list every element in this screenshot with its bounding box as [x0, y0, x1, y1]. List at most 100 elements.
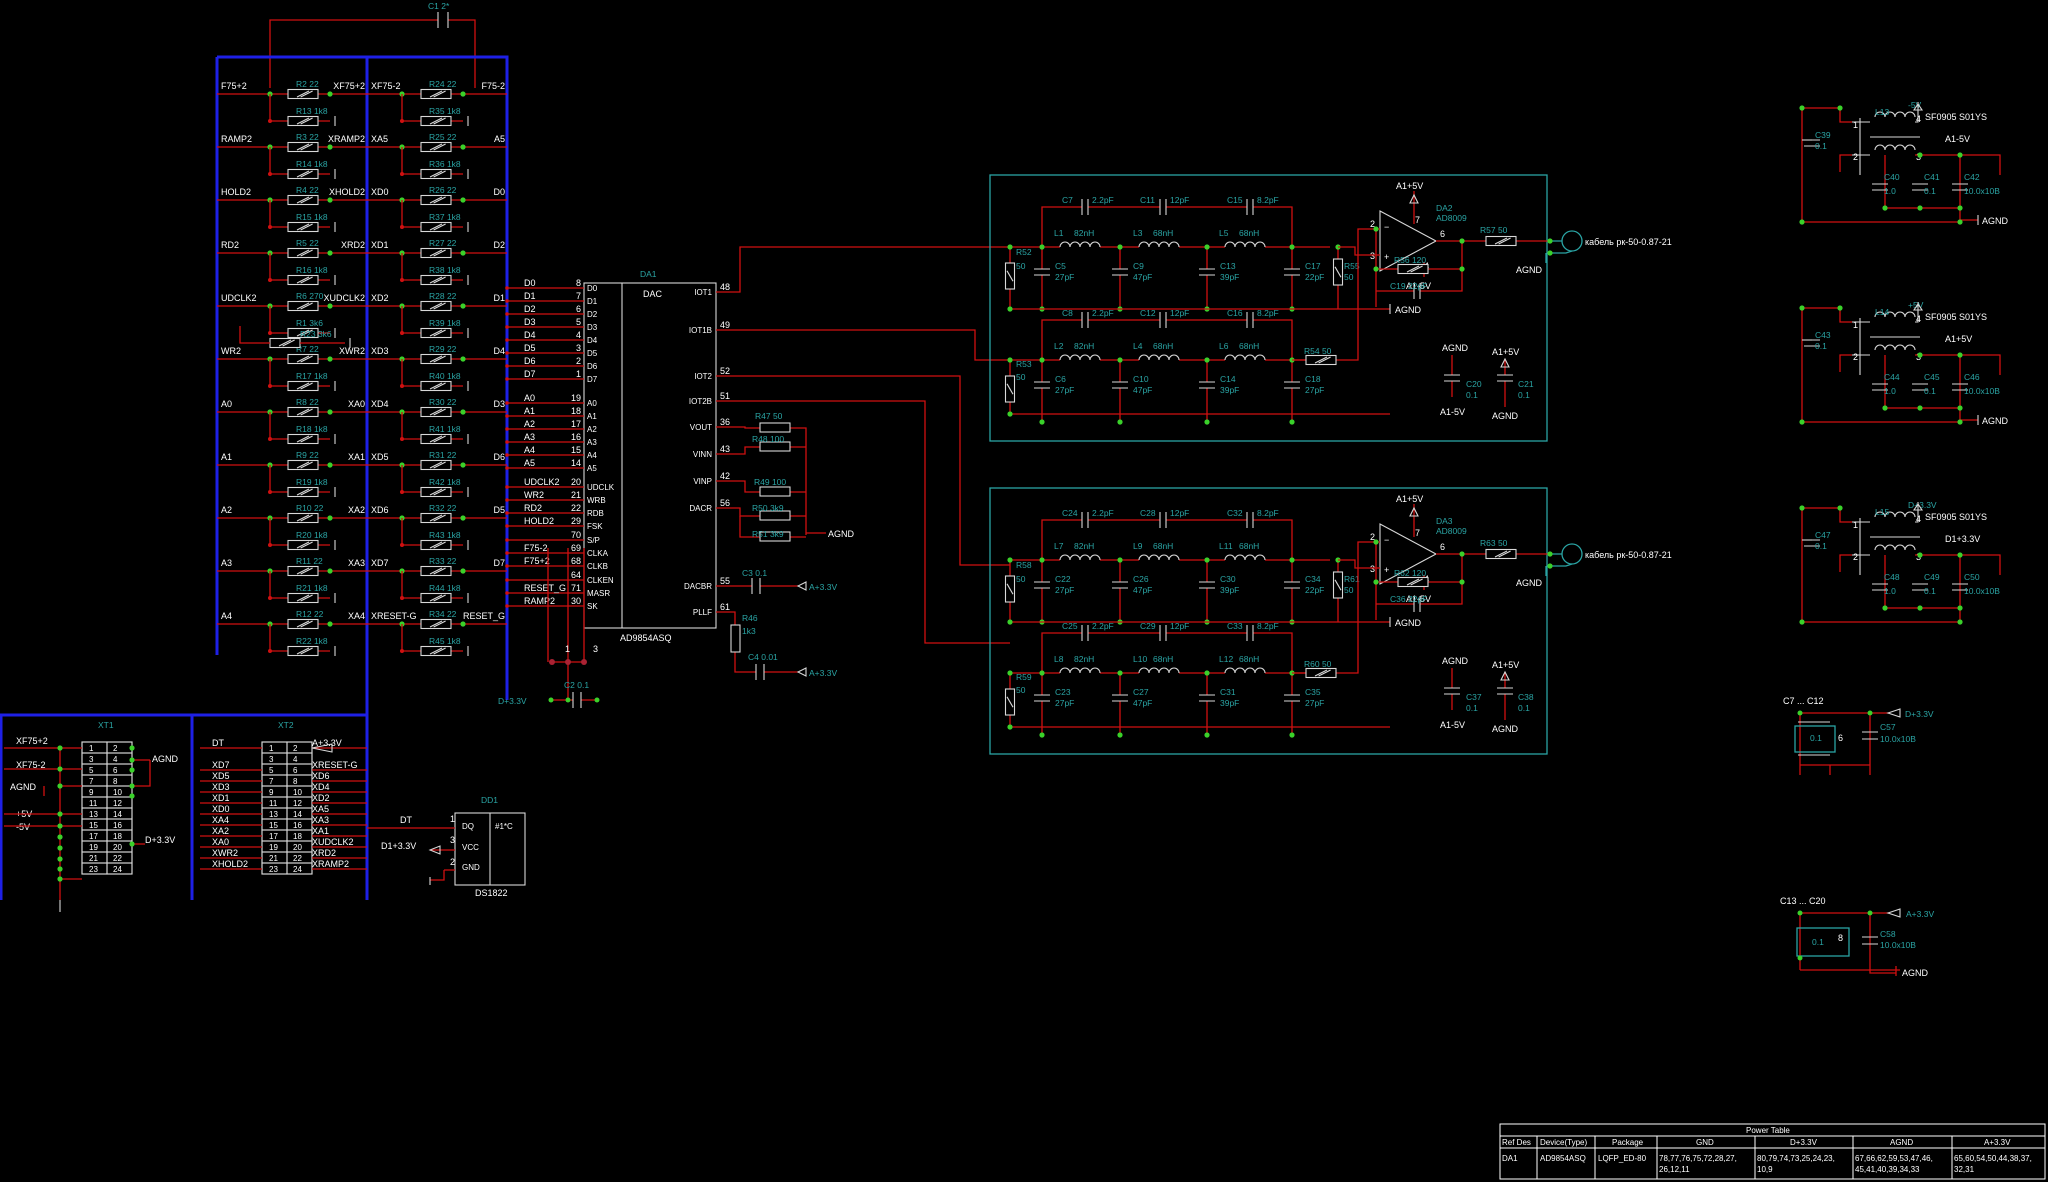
- connector-pin-odd: 9: [269, 788, 274, 797]
- net-label-right: XRAMP2: [328, 134, 365, 144]
- dac-output-wiring: [716, 246, 1010, 644]
- pf-pin-1: 1: [1853, 520, 1858, 530]
- resistor-label-pulldown: R37 1k8: [429, 212, 461, 222]
- opamp-minus: −: [1384, 535, 1389, 545]
- filter-c-fb: C36 22pF: [1390, 594, 1427, 604]
- dac-pin-net: F75+2: [524, 556, 550, 566]
- dac-pin-num: 6: [576, 304, 581, 314]
- filter-cap-shunt-label: C10: [1133, 374, 1149, 384]
- dac-pin-name: CLKB: [587, 562, 608, 571]
- xt2-left-net: XD1: [212, 793, 230, 803]
- dac-pin-name: VINP: [693, 477, 712, 486]
- opamp-pin-2: 2: [1370, 219, 1375, 229]
- filter-r-mid-val: 50: [1344, 585, 1354, 595]
- connector-pin-even: 10: [293, 788, 302, 797]
- pt-r1: AD9854ASQ: [1540, 1154, 1586, 1163]
- dac-pin-num: 15: [571, 445, 581, 455]
- connector-pin-odd: 7: [89, 777, 94, 786]
- cable-label: кабель рк-50-0.87-21: [1585, 237, 1672, 247]
- resistor-label-pulldown: R19 1k8: [296, 477, 328, 487]
- dac-pin-num: 20: [571, 477, 581, 487]
- filter-r-out: R57 50: [1480, 225, 1508, 235]
- dac-pin-net: A0: [524, 393, 535, 403]
- c1-label: C1 2*: [428, 1, 450, 11]
- filter-cap-series-label: C7: [1062, 195, 1073, 205]
- connector-pin-even: 2: [293, 744, 298, 753]
- dac-pin-num: 30: [571, 596, 581, 606]
- filter-cap-series-label: C15: [1227, 195, 1243, 205]
- filter-cap-shunt-label: C35: [1305, 687, 1321, 697]
- connector-pin-odd: 9: [89, 788, 94, 797]
- filter-inductor-label: L6: [1219, 341, 1229, 351]
- cap-group-c13-c20: C13 ... C20 A+3.3V 0.1 8 C58 10.0x10B AG…: [1780, 896, 1934, 978]
- filter-cap-shunt-label: C9: [1133, 261, 1144, 271]
- pf-cin-val: 0.1: [1815, 541, 1827, 551]
- xt2-right-net: XD4: [312, 782, 330, 792]
- connector-pin-odd: 21: [89, 854, 98, 863]
- pf-rail-in: -5V: [1908, 100, 1922, 110]
- opamp-pin-7: 7: [1415, 215, 1420, 225]
- cap-group2-title: C13 ... C20: [1780, 896, 1826, 906]
- resistor-label-pulldown: R35 1k8: [429, 106, 461, 116]
- resistor-label-series: R6 270: [296, 291, 324, 301]
- filter-cap-series-value: 2.2pF: [1092, 195, 1114, 205]
- filter-inductor-value: 82nH: [1074, 541, 1094, 551]
- resistor-label-series: R34 22: [429, 609, 457, 619]
- dac-pin-num: 21: [571, 490, 581, 500]
- dac-pin-net: A5: [524, 458, 535, 468]
- dac-pin-name: WRB: [587, 496, 606, 505]
- filter-cap-shunt-label: C26: [1133, 574, 1149, 584]
- pt-h0: Ref Des: [1502, 1138, 1531, 1147]
- resistor-label-series: R26 22: [429, 185, 457, 195]
- net-label-left: XD1: [371, 240, 389, 250]
- filter-cap-shunt-label: C34: [1305, 574, 1321, 584]
- xt2-right-net: XRESET-G: [312, 760, 358, 770]
- pf-rail-in: D+3.3V: [1908, 500, 1937, 510]
- filter-r-in-top: R58: [1016, 560, 1032, 570]
- resistor-label-series: R5 22: [296, 238, 319, 248]
- net-label-right: D0: [493, 187, 505, 197]
- c4-label: C4 0.01: [748, 652, 778, 662]
- net-label-left: HOLD2: [221, 187, 251, 197]
- filter-inductor-value: 68nH: [1153, 541, 1173, 551]
- filter-cap-series-value: 12pF: [1170, 308, 1189, 318]
- pf-agnd: AGND: [1982, 416, 2009, 426]
- r46-val: 1k3: [742, 626, 756, 636]
- connector-pin-odd: 23: [89, 865, 98, 874]
- dac-title: DAC: [643, 289, 663, 299]
- connector-pin-odd: 19: [89, 843, 98, 852]
- dac-pin-net: D1: [524, 291, 536, 301]
- connector-pin-even: 12: [113, 799, 122, 808]
- dac-pin-num: 16: [571, 432, 581, 442]
- xt2-right-net: XD6: [312, 771, 330, 781]
- r48-label: R48 100: [752, 434, 784, 444]
- dac-pin-name: D7: [587, 375, 598, 384]
- resistor-label-pulldown: R42 1k8: [429, 477, 461, 487]
- pf-cap: C48: [1884, 572, 1900, 582]
- filter-inductor-value: 68nH: [1239, 228, 1259, 238]
- dac-pin-name: VINN: [693, 450, 712, 459]
- dac-pin-net: F75-2: [524, 543, 548, 553]
- dac-pin-name: IOT1B: [689, 326, 712, 335]
- pf-pin-4: 4: [1916, 114, 1921, 124]
- connector-pin-odd: 3: [89, 755, 94, 764]
- filter-inductor-label: L3: [1133, 228, 1143, 238]
- connector-pin-even: 8: [113, 777, 118, 786]
- xt2-right-net: XD2: [312, 793, 330, 803]
- resistor-label-series: R7 22: [296, 344, 319, 354]
- filter-cap-shunt-value: 47pF: [1133, 585, 1152, 595]
- net-label-left: RAMP2: [221, 134, 252, 144]
- opamp-pin-3: 3: [1370, 251, 1375, 261]
- filter-inductor-label: L2: [1054, 341, 1064, 351]
- pf-pin-4: 4: [1916, 514, 1921, 524]
- xt2-right-net: XRAMP2: [312, 859, 349, 869]
- dac-pin-net: D4: [524, 330, 536, 340]
- xt2-right-net: XA5: [312, 804, 329, 814]
- dac-pin-num: 22: [571, 503, 581, 513]
- filter-r-fb: R56 120: [1394, 255, 1426, 265]
